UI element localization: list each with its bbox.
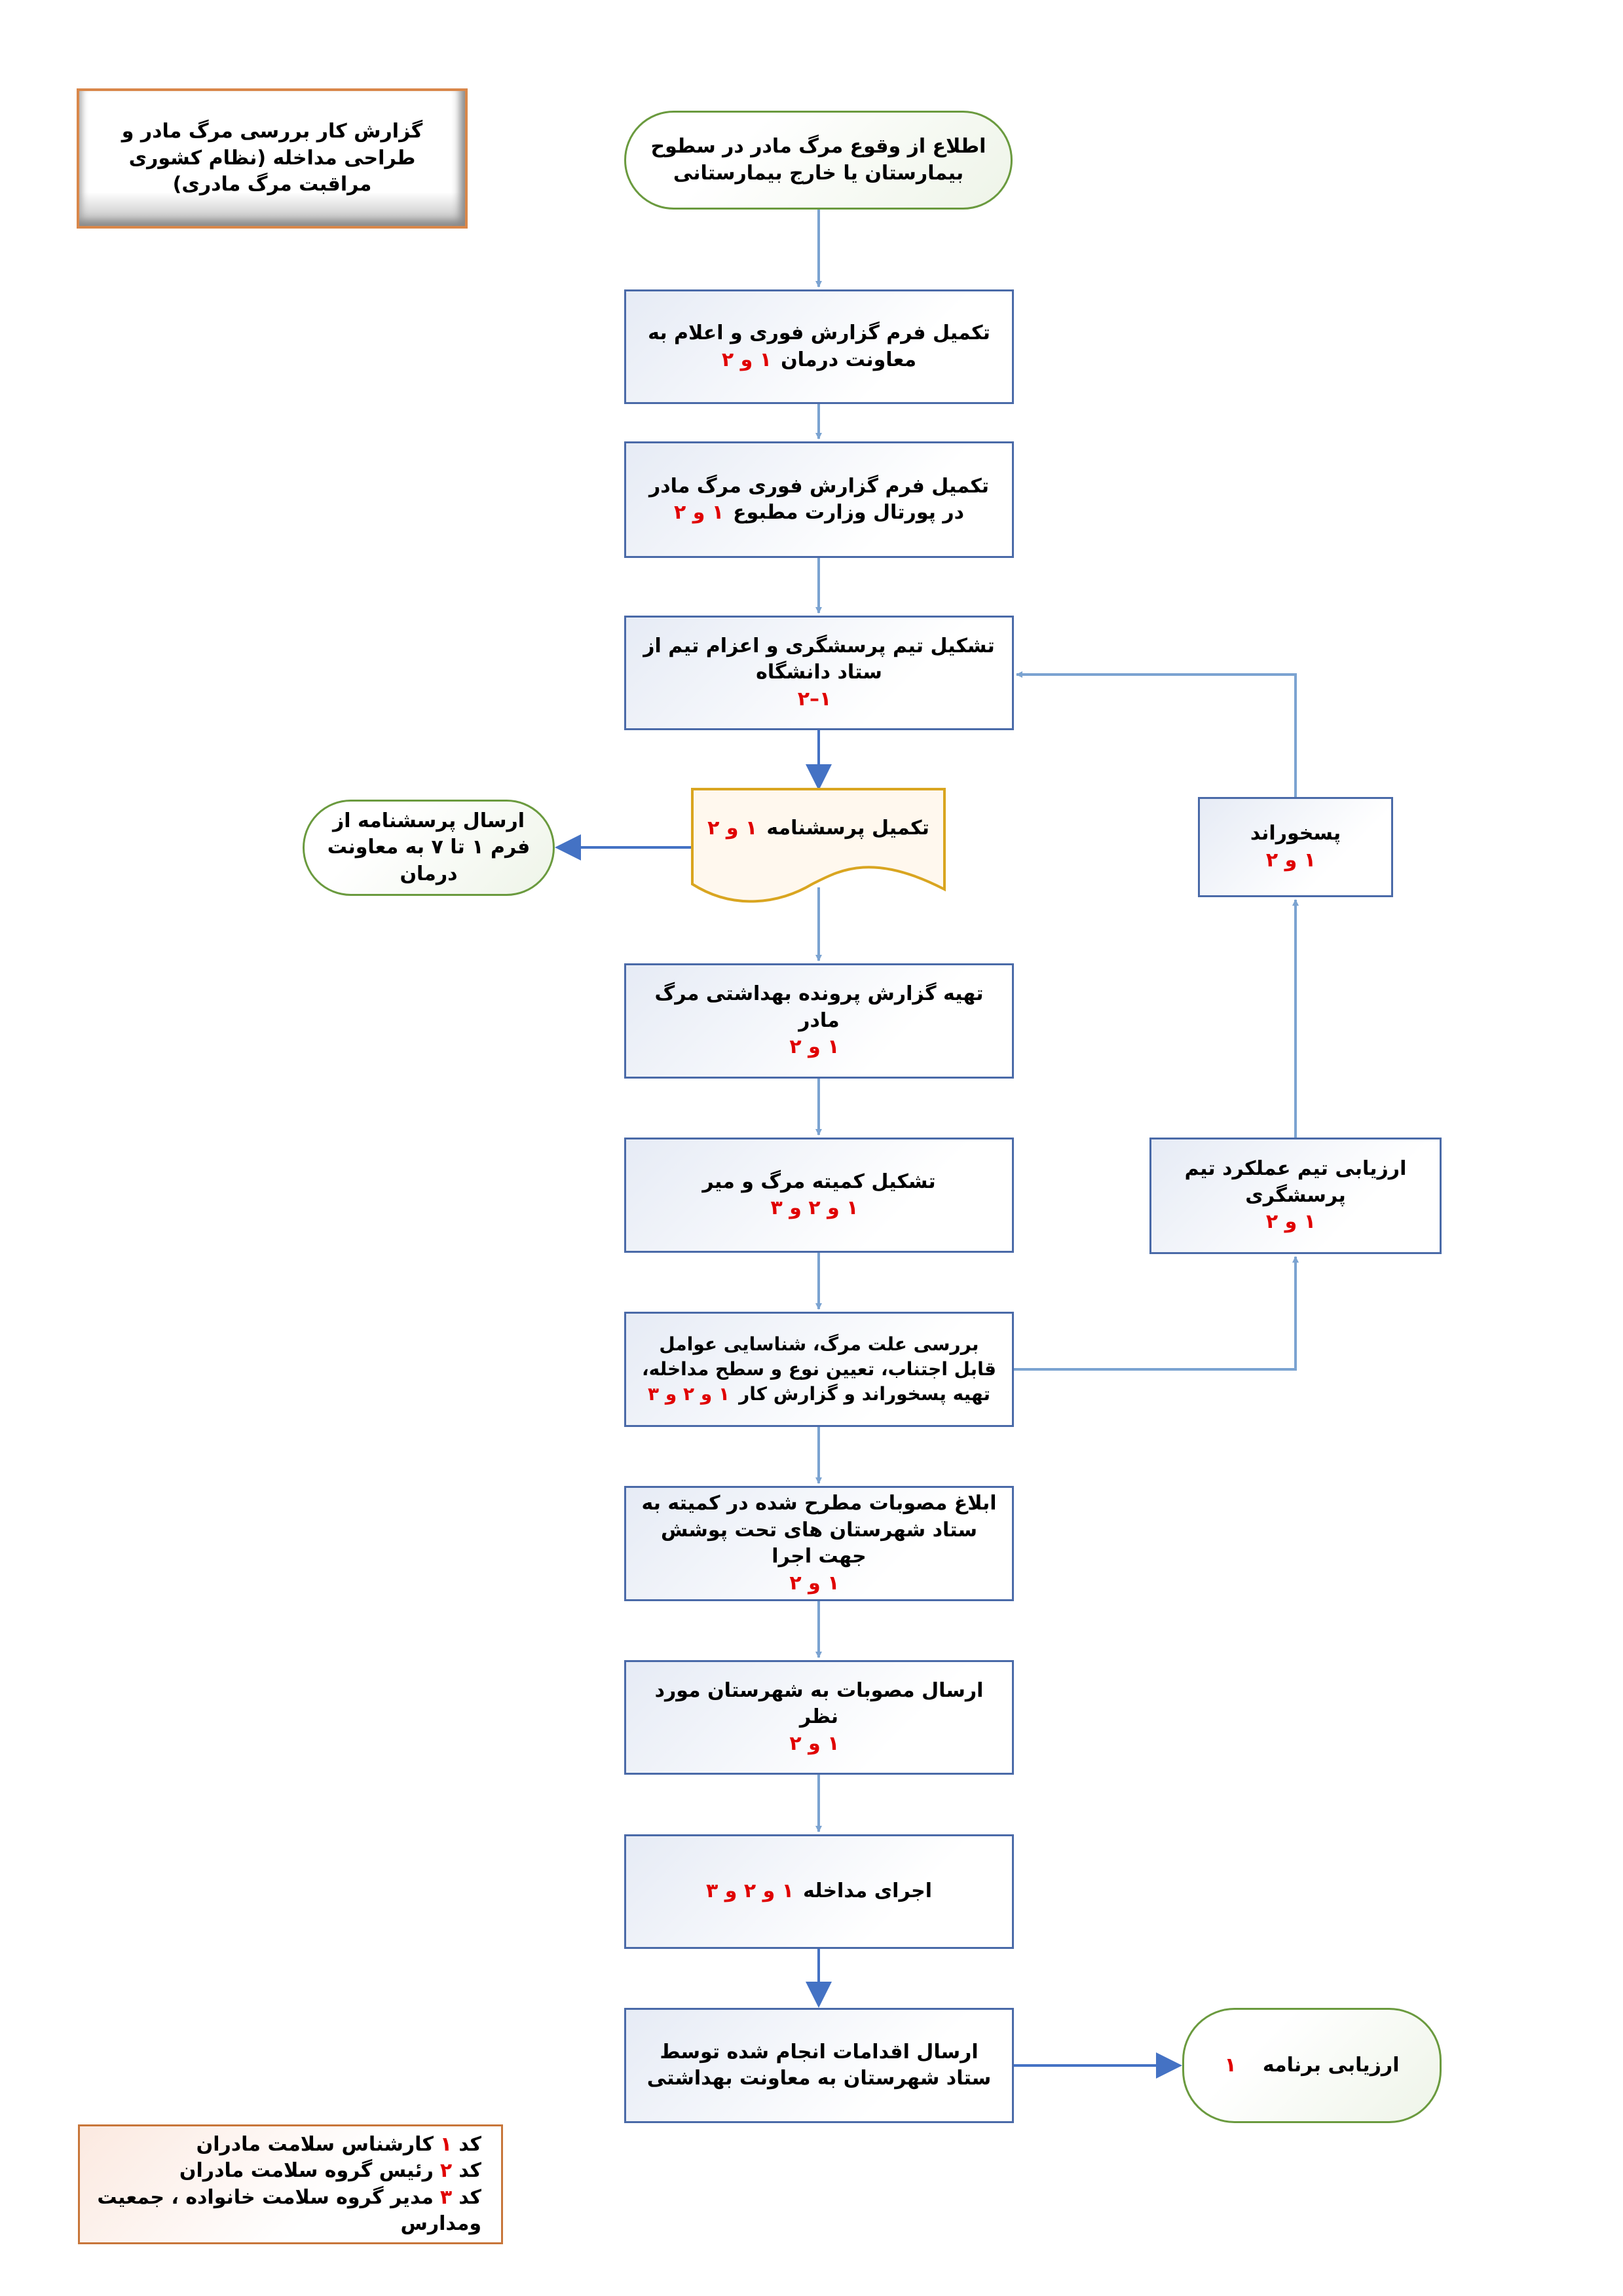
start-terminator: اطلاع از وقوع مرگ مادر در سطوح بیمارستان… <box>624 111 1013 210</box>
legend-role: کارشناس سلامت مادران <box>196 2132 434 2156</box>
step-6: بررسی علت مرگ، شناسایی عوامل قابل اجتناب… <box>624 1312 1014 1427</box>
legend-code-label: کد <box>458 2185 481 2209</box>
legend-code: ۲ <box>439 2159 453 2182</box>
legend-item: کد۲رئیس گروه سلامت مادران <box>92 2158 481 2185</box>
step-4: تهیه گزارش پرونده بهداشتی مرگ مادر ۱ و ۲ <box>624 963 1014 1079</box>
team-eval-label: ارزیابی تیم عملکرد تیم پرسشگری <box>1184 1157 1407 1207</box>
step-5: تشکیل کمیته مرگ و میر ۱ و ۲ و ۳ <box>624 1138 1014 1253</box>
step-label: تکمیل فرم گزارش فوری مرگ مادر در پورتال … <box>648 474 990 525</box>
step-label: تکمیل پرسشنامه <box>766 817 929 840</box>
role-code: ۱ و ۲ <box>1265 848 1316 872</box>
legend-role: مدیر گروه سلامت خانواده ، جمعیت ومدارس <box>97 2185 481 2236</box>
report-title-box: گزارش کار بررسی مرگ مادر و طراحی مداخله … <box>77 88 468 229</box>
questionnaire-document: تکمیل پرسشنامه ۱ و ۲ <box>692 789 944 887</box>
questionnaire-document-shape <box>691 788 946 903</box>
arrow-feedback-step3 <box>1016 671 1297 797</box>
step-label: ارسال اقدامات انجام شده توسط ستاد شهرستا… <box>646 2040 992 2090</box>
role-code: ۱ و ۲ <box>721 348 772 371</box>
start-label: اطلاع از وقوع مرگ مادر در سطوح بیمارستان… <box>650 135 986 185</box>
legend-code: ۳ <box>439 2185 453 2209</box>
send-questionnaire-label: ارسال پرسشنامه از فرم ۱ تا ۷ به معاونت د… <box>327 809 531 885</box>
legend-role: رئیس گروه سلامت مادران <box>179 2159 434 2182</box>
role-code: ۱ و ۲ و ۳ <box>705 1879 794 1903</box>
step-label: ابلاغ مصوبات مطرح شده در کمیته به ستاد ش… <box>641 1492 997 1568</box>
step-7: ابلاغ مصوبات مطرح شده در کمیته به ستاد ش… <box>624 1486 1014 1601</box>
step-label: ارسال مصوبات به شهرستان مورد نظر <box>654 1678 984 1729</box>
step-label: تکمیل فرم گزارش فوری و اعلام به معاونت د… <box>648 322 990 371</box>
step-9: اجرای مداخله ۱ و ۲ و ۳ <box>624 1834 1014 1949</box>
step-3: تشکیل تیم پرسشگری و اعزام تیم از ستاد دا… <box>624 616 1014 730</box>
role-code: ۱ و ۲ <box>707 817 758 840</box>
legend-item: کد۱کارشناس سلامت مادران <box>92 2132 481 2158</box>
legend-code-label: کد <box>458 2132 481 2156</box>
team-evaluation-box: ارزیابی تیم عملکرد تیم پرسشگری ۱ و ۲ <box>1149 1138 1442 1254</box>
legend-item: کد۳مدیر گروه سلامت خانواده ، جمعیت ومدار… <box>92 2185 481 2238</box>
role-code: ۱ و ۲ <box>789 1571 840 1595</box>
role-code: ۱ <box>1224 2053 1237 2077</box>
arrow-step6-team-eval <box>1014 1256 1299 1371</box>
step-label: اجرای مداخله <box>803 1879 933 1903</box>
role-code: ۱ و ۲ <box>1265 1210 1316 1234</box>
step-label: تشکیل کمیته مرگ و میر <box>702 1170 936 1193</box>
role-code: ۱ و ۲ و ۳ <box>770 1196 859 1219</box>
role-code: ۱ و ۲ و ۳ <box>647 1382 730 1405</box>
step-label: تشکیل تیم پرسشگری و اعزام تیم از ستاد دا… <box>643 634 995 684</box>
legend-code-label: کد <box>458 2159 481 2182</box>
report-title: گزارش کار بررسی مرگ مادر و طراحی مداخله … <box>121 120 423 196</box>
legend-code: ۱ <box>439 2132 453 2156</box>
send-questionnaire-terminator: ارسال پرسشنامه از فرم ۱ تا ۷ به معاونت د… <box>303 800 555 896</box>
role-code: ۱ و ۲ <box>789 1731 840 1755</box>
role-code: ۱ و ۲ <box>789 1035 840 1059</box>
role-code: ۱–۲ <box>797 687 832 711</box>
feedback-label: پسخوراند <box>1250 822 1341 845</box>
step-label: تهیه گزارش پرونده بهداشتی مرگ مادر <box>654 982 984 1032</box>
program-eval-label: ارزیابی برنامه <box>1262 2053 1400 2077</box>
step-label: بررسی علت مرگ، شناسایی عوامل قابل اجتناب… <box>641 1333 997 1405</box>
step-1: تکمیل فرم گزارش فوری و اعلام به معاونت د… <box>624 289 1014 404</box>
role-code-legend: کد۱کارشناس سلامت مادران کد۲رئیس گروه سلا… <box>78 2124 503 2244</box>
feedback-box: پسخوراند ۱ و ۲ <box>1198 797 1393 897</box>
step-2: تکمیل فرم گزارش فوری مرگ مادر در پورتال … <box>624 441 1014 558</box>
step-10: ارسال اقدامات انجام شده توسط ستاد شهرستا… <box>624 2008 1014 2123</box>
role-code: ۱ و ۲ <box>673 501 724 524</box>
program-evaluation-terminator: ارزیابی برنامه ۱ <box>1182 2008 1442 2123</box>
